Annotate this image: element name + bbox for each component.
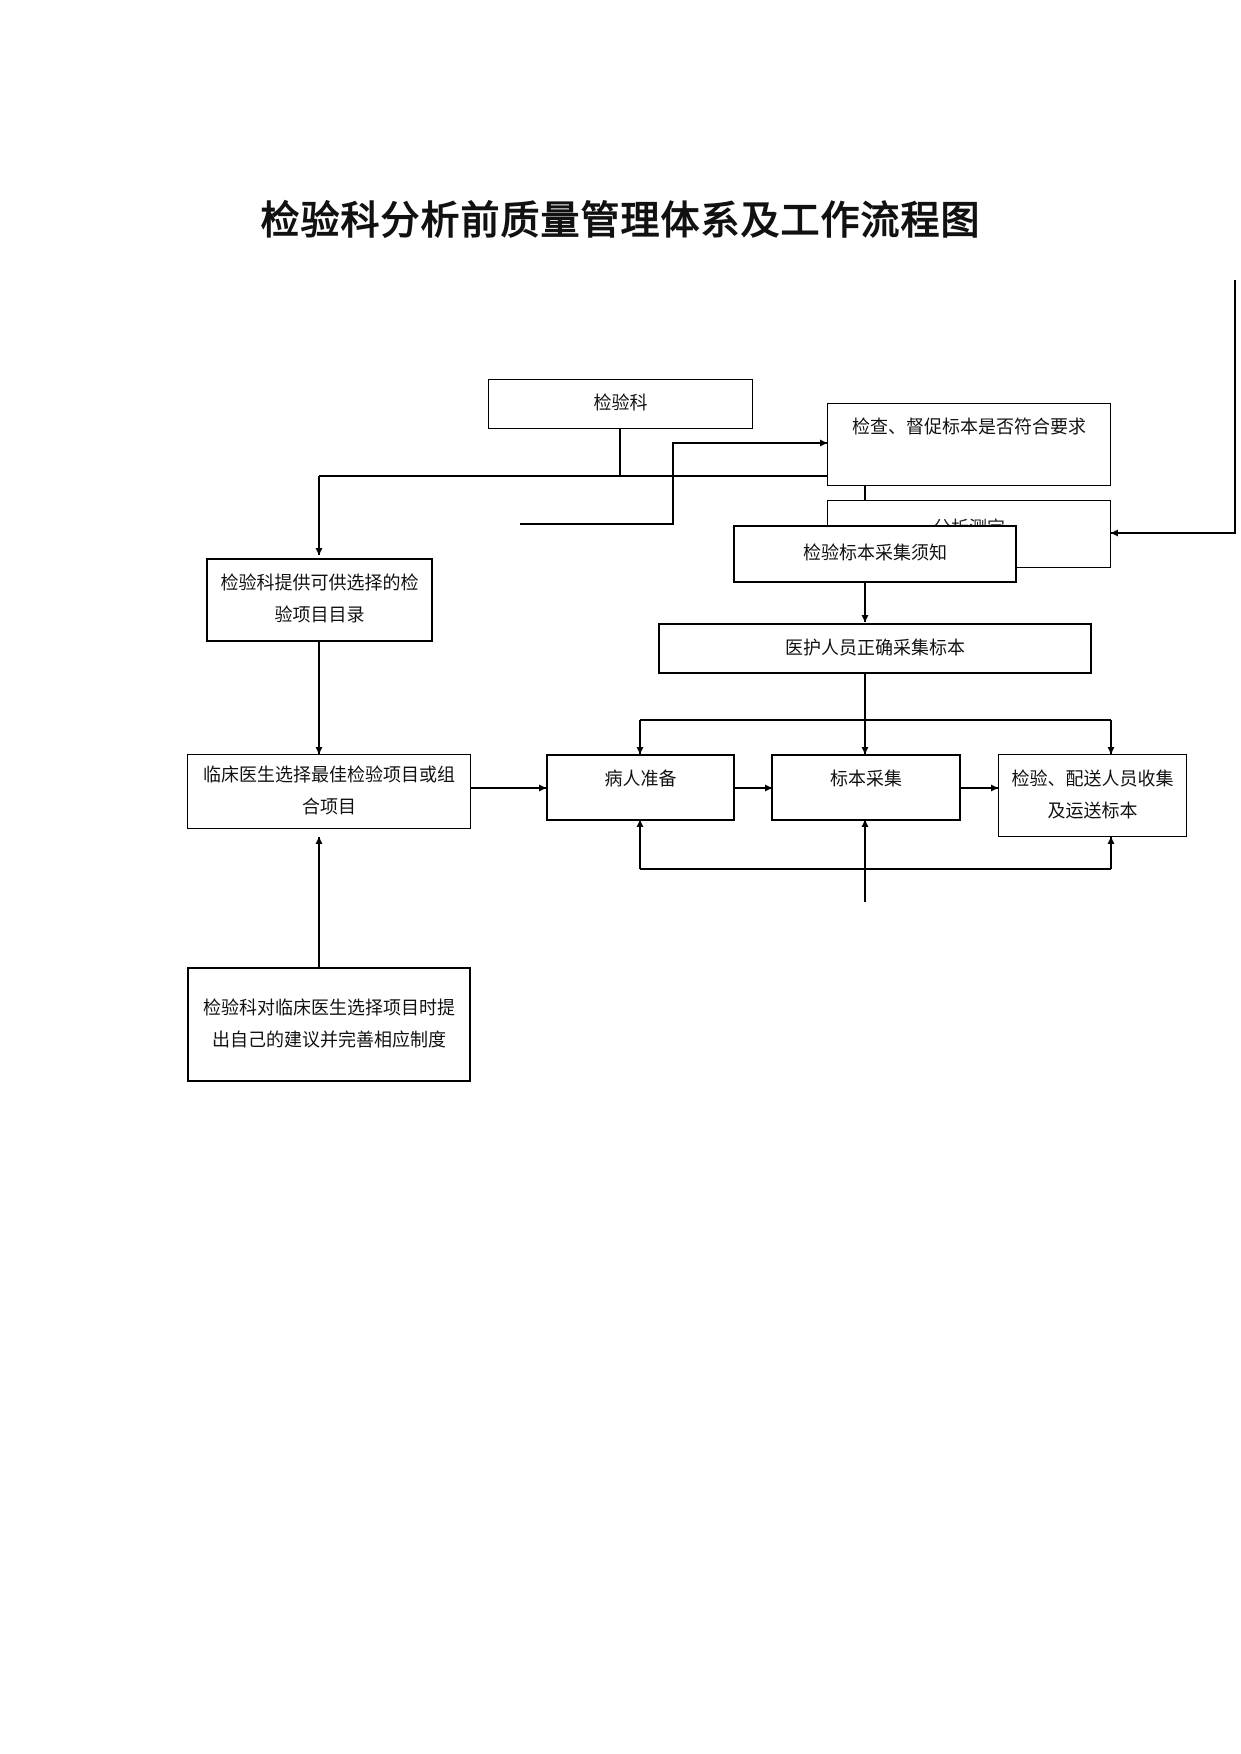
node-transport: 检验、配送人员收集及运送标本 bbox=[998, 754, 1187, 837]
node-notice: 检验标本采集须知 bbox=[733, 525, 1017, 583]
node-patient: 病人准备 bbox=[546, 754, 735, 821]
arrow-to-analysis bbox=[1111, 280, 1236, 537]
node-catalog: 检验科提供可供选择的检验项目目录 bbox=[206, 558, 433, 642]
node-nurse: 医护人员正确采集标本 bbox=[658, 623, 1092, 674]
page-title: 检验科分析前质量管理体系及工作流程图 bbox=[260, 198, 981, 244]
node-clinician: 临床医生选择最佳检验项目或组合项目 bbox=[187, 754, 471, 829]
node-advice: 检验科对临床医生选择项目时提出自己的建议并完善相应制度 bbox=[187, 967, 471, 1082]
arrow-to-check bbox=[520, 439, 827, 525]
node-lab: 检验科 bbox=[488, 379, 753, 429]
node-collect: 标本采集 bbox=[771, 754, 961, 821]
node-check: 检查、督促标本是否符合要求 bbox=[827, 403, 1111, 486]
